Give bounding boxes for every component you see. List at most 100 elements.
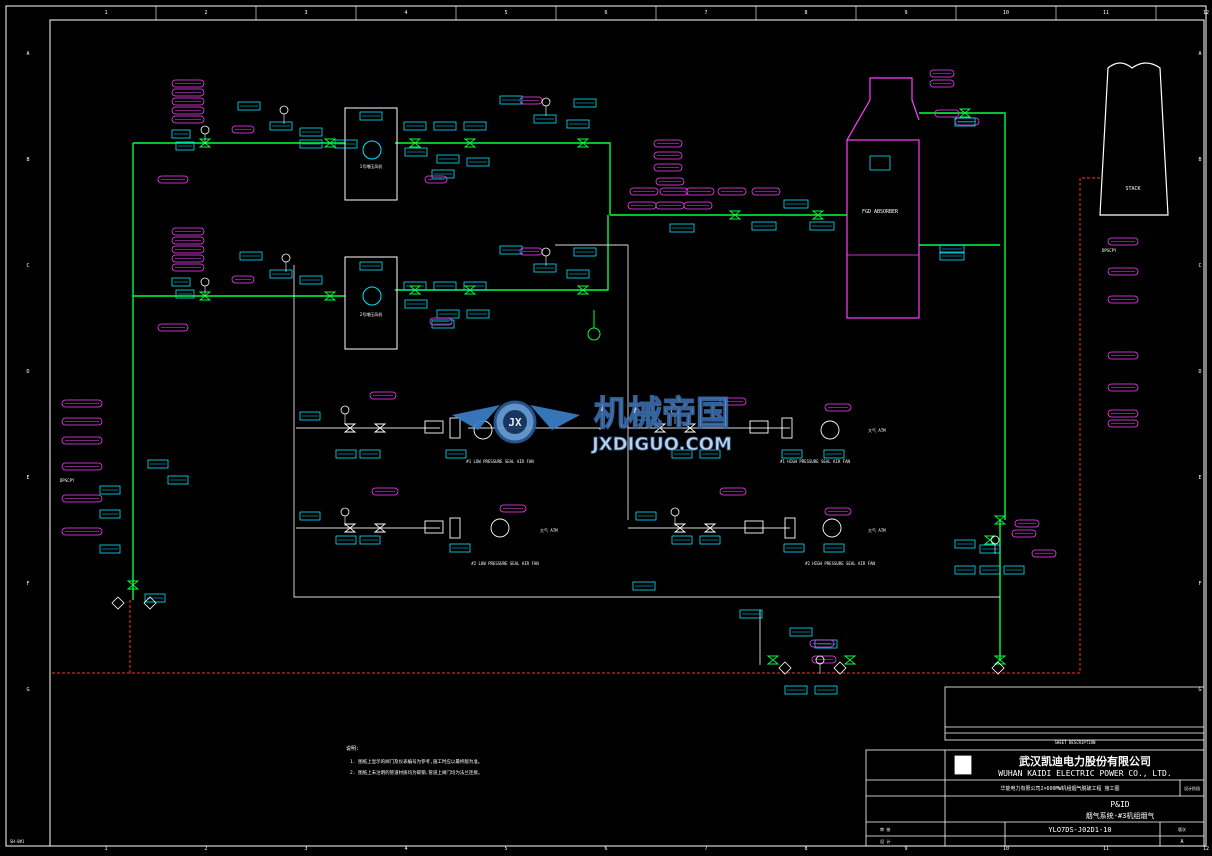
instrument-bubble (200, 125, 210, 135)
valve-symbol (843, 655, 857, 665)
instrument-tag (1011, 529, 1037, 538)
instrument-tag (1107, 237, 1139, 246)
instrument-tag (659, 187, 689, 196)
notes: 说明: 1. 图纸上显示的阀门及仪表编号为参考,施工时应以最终版为准。 2. 图… (346, 745, 482, 776)
instrument-tag (499, 504, 527, 513)
valve-symbol (576, 285, 590, 295)
column-number: 1 (104, 10, 107, 16)
tag-box (334, 139, 358, 149)
instrument-tag (171, 97, 205, 106)
tag-box (823, 449, 845, 459)
legend-title: SHEET DESCRIPTION (1055, 740, 1097, 745)
tag-box (739, 609, 763, 619)
instrument-tag (1107, 351, 1139, 360)
tag-box (299, 139, 323, 149)
notes-title: 说明: (346, 745, 359, 752)
valve-symbol (323, 291, 337, 301)
instrument-tag (61, 527, 103, 536)
valve-symbol (126, 580, 140, 590)
hp-fan-label: #1 HIGH PRESSURE SEAL AIR FAN (780, 459, 850, 464)
fgd-label: FGD ABSORBER (862, 209, 899, 215)
sheet-value: A (1180, 839, 1183, 845)
instrument-tag (811, 655, 837, 664)
instrument-tag (653, 139, 683, 148)
drawing-number: YLO7DS-J02D1-10 (1048, 826, 1111, 834)
tag-box (335, 449, 357, 459)
tag-box (699, 449, 721, 459)
valve-symbol (576, 138, 590, 148)
instrument-tag (1107, 409, 1139, 418)
row-letter: F (1198, 581, 1201, 587)
tag-box (449, 543, 471, 553)
booster-fan-a: 1号增压风机 (344, 107, 398, 201)
tag-box (632, 581, 656, 591)
boundary-line (52, 177, 1100, 674)
row-letter: G (26, 687, 29, 693)
damper-symbol (833, 661, 847, 675)
column-number: 11 (1103, 846, 1109, 852)
row-letter: C (1198, 263, 1201, 269)
valve-symbol (463, 138, 477, 148)
tag-box (783, 199, 809, 209)
valve-symbol (408, 138, 422, 148)
column-number: 12 (1203, 846, 1209, 852)
instrument-tag (719, 487, 747, 496)
tag-box (147, 459, 169, 469)
tag-box (566, 119, 590, 129)
tag-box (431, 319, 455, 329)
tag-box (979, 565, 1001, 575)
damper-symbol (143, 596, 157, 610)
instrument-tag (231, 275, 255, 284)
valve-symbol (958, 108, 972, 118)
stack-label: STACK (1125, 186, 1140, 192)
tag-box (823, 543, 845, 553)
instrument-tag (1107, 267, 1139, 276)
tag-box (99, 544, 121, 554)
valve-symbol (373, 423, 387, 433)
damper-symbol (778, 661, 792, 675)
row-letter: B (26, 157, 29, 163)
lp-fan2-label: #2 LOW PRESSURE SEAL AIR FAN (471, 561, 539, 566)
flue-gas-lines (132, 112, 1006, 660)
row-letter: D (26, 369, 29, 375)
valve-symbol (703, 523, 717, 533)
instrument-tag (171, 106, 205, 115)
instrument-tag (719, 397, 747, 406)
instrument-tag (171, 245, 205, 254)
fan-a-desc: 1号增压风机 (360, 163, 382, 169)
tag-box (814, 685, 838, 695)
valve-symbol (463, 285, 477, 295)
dpscpy-right: DPSCPY (1102, 248, 1117, 253)
tag-box (954, 117, 976, 127)
tag-box (239, 251, 263, 261)
instrument-tag (157, 175, 189, 184)
instrument-tag (653, 163, 683, 172)
instrument-tag (61, 462, 103, 471)
company-en: WUHAN KAIDI ELECTRIC POWER CO., LTD. (998, 769, 1171, 778)
tag-box (466, 309, 490, 319)
column-number: 5 (504, 10, 507, 16)
column-number: 9 (904, 10, 907, 16)
tag-box (167, 475, 189, 485)
tag-box (359, 261, 383, 271)
instrument-tag (717, 187, 747, 196)
atm-label-3: 大气 ATM (540, 527, 558, 533)
column-number: 5 (504, 846, 507, 852)
tag-box (175, 289, 195, 299)
column-number: 3 (304, 10, 307, 16)
column-number: 8 (804, 10, 807, 16)
tag-box (979, 544, 1001, 554)
instrument-tag (171, 236, 205, 245)
tag-box (269, 269, 293, 279)
tag-box (99, 485, 121, 495)
instrument-tag (231, 125, 255, 134)
valve-symbol (811, 210, 825, 220)
notes-line2: 2. 图纸上未注明的管道材质均为碳钢,管道上阀门均为法兰连接。 (350, 769, 482, 776)
sheet-label: 版次 (1178, 826, 1186, 832)
tag-box (635, 511, 657, 521)
instrument-tag (157, 323, 189, 332)
instrument-tag (171, 79, 205, 88)
column-number: 8 (804, 846, 807, 852)
